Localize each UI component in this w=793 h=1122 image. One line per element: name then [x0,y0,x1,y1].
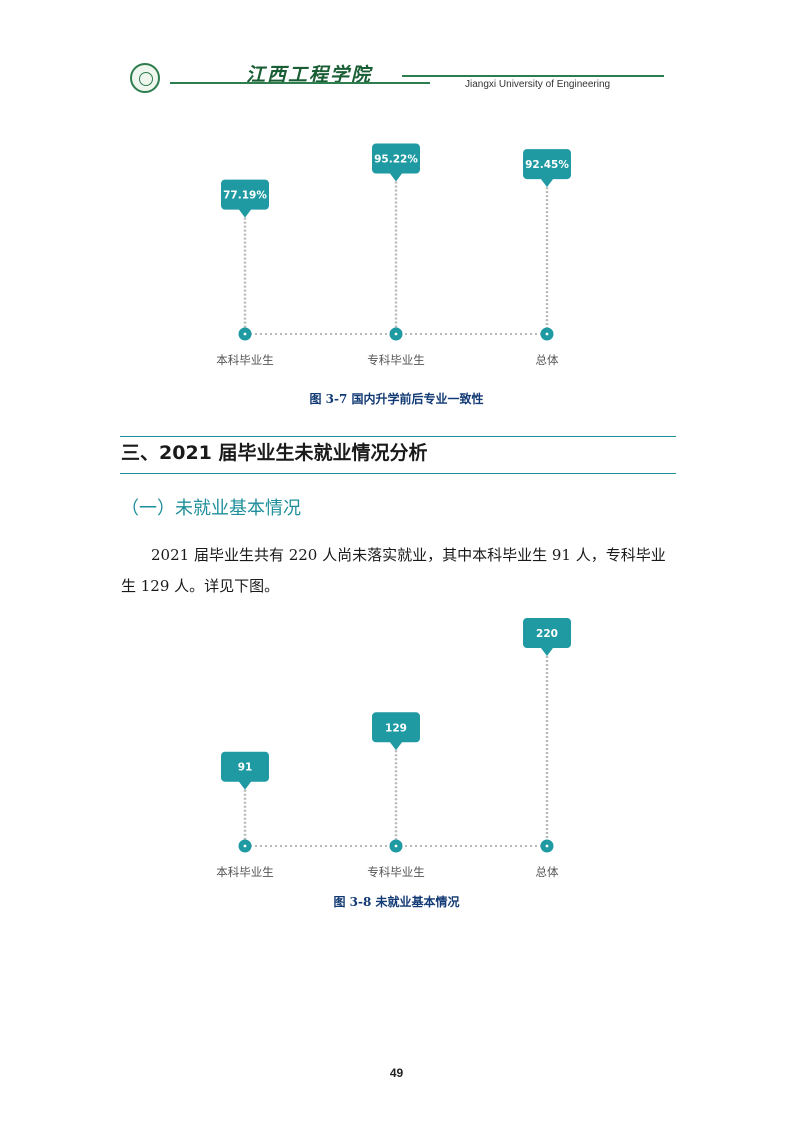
university-name-en: Jiangxi University of Engineering [465,79,611,90]
base-dot-center [394,332,398,336]
base-dot-center [545,844,549,848]
section-heading: 三、2021 届毕业生未就业情况分析 [121,442,428,464]
category-label: 本科毕业生 [216,865,274,879]
value-callout [523,618,571,656]
page-number: 49 [389,1066,404,1080]
category-label: 专科毕业生 [367,865,425,879]
university-logo [130,63,160,93]
base-dot-center [545,332,549,336]
subsection-heading: （一）未就业基本情况 [121,498,301,519]
category-label: 专科毕业生 [367,353,425,367]
data-label: 220 [536,628,558,640]
figure-3-8-caption: 图 3-8 未就业基本情况 [333,895,460,909]
category-label: 总体 [536,353,559,367]
chart-major-consistency: 77.19% 本科毕业生 95.22% 专科毕业生 92.45% 总体 [216,143,571,367]
category-label: 总体 [536,865,559,879]
value-callout [221,751,269,790]
heading-rule-bottom [120,473,676,474]
base-dot-center [243,844,247,848]
figure-3-7-caption: 图 3-7 国内升学前后专业一致性 [309,392,484,406]
header-rule-left [170,82,430,84]
data-label: 95.22% [374,154,418,166]
value-callout [372,143,420,182]
university-name-cn: 江西工程学院 [246,64,373,86]
header-rule-right [402,75,664,77]
heading-rule-top [120,436,676,437]
body-paragraph: 2021 届毕业生共有 220 人尚未落实就业，其中本科毕业生 91 人，专科毕… [121,546,666,595]
value-callout [523,149,571,188]
value-callout [221,179,269,218]
base-dot-center [243,332,247,336]
value-callout [372,712,420,751]
category-label: 本科毕业生 [216,353,274,367]
data-label: 92.45% [525,159,569,171]
chart-unemployed-counts: 91 本科毕业生 129 专科毕业生 220 总体 [216,618,571,879]
data-label: 91 [238,762,253,774]
data-label: 77.19% [223,190,267,202]
base-dot-center [394,844,398,848]
data-label: 129 [385,722,407,734]
